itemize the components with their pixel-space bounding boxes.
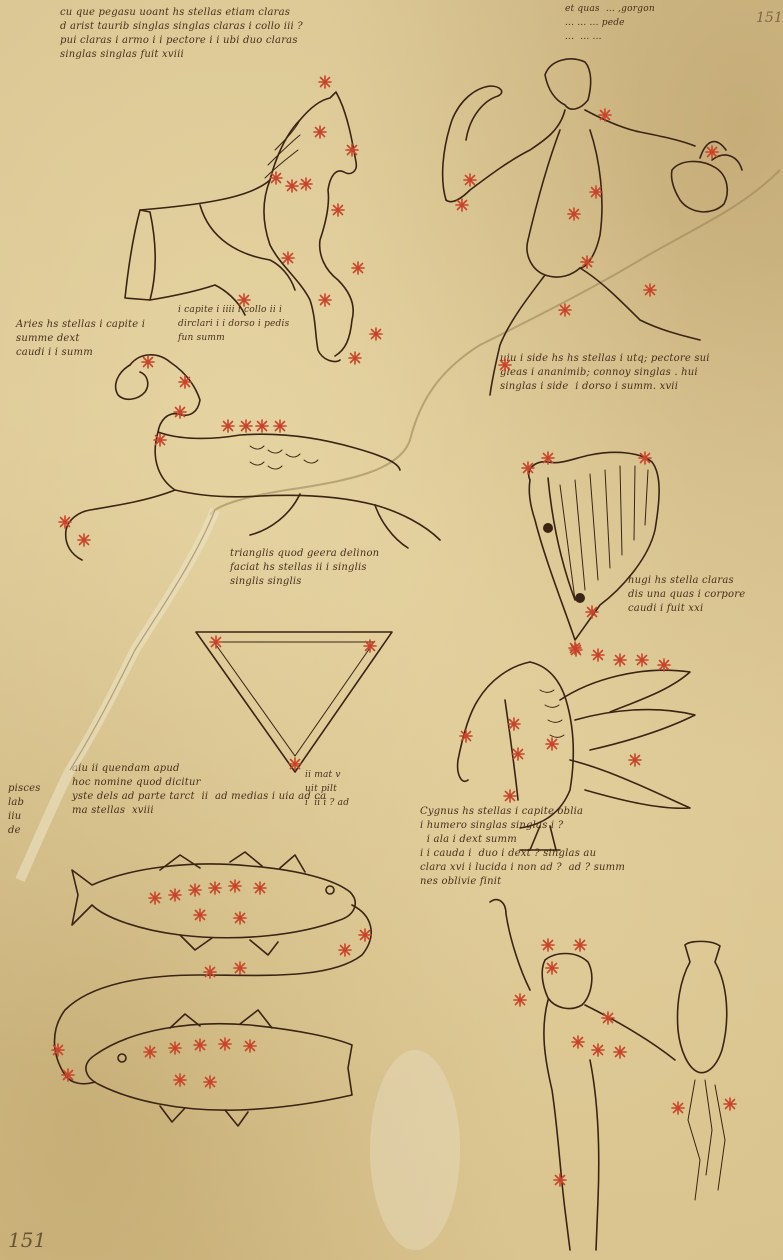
text-left-margin: pisces lab iiu de [8,783,41,836]
perseus-stars [455,108,719,372]
text-aries-right: i capite i iiii i collo ii i dirclari i … [178,305,290,343]
lyra-figure [521,451,660,657]
pegasus-figure [124,75,383,365]
cygnus-stars [459,641,671,803]
pegasus-stars [237,75,383,365]
text-top-right: et quas ... ,gorgon ... ... ... pede ...… [565,4,655,42]
aries-stars [58,355,287,547]
pisces-figure [51,851,372,1127]
aquarius-figure [489,898,737,1251]
text-triangulum-description: trianglis quod geera delinon faciat hs s… [230,548,380,587]
triangulum-figure [195,631,393,773]
cygnus-figure [456,641,696,851]
text-aries-description: Aries hs stellas i capite i summe dext c… [16,319,146,358]
triangulum-stars [209,635,377,771]
folio-number-top: 151 [756,10,783,26]
text-triangle-caption: aiu ii quendam apud hoc nomine quod dici… [72,763,327,816]
text-perseus-description: uiu i side hs hs stellas i utq; pectore … [500,353,710,392]
text-mid-small: ii mat v uit pilt i ii i ? ad [305,770,350,808]
text-pegasus-description: cu que pegasu uoant hs stellas etiam cla… [60,7,303,60]
lyra-stars [521,451,652,657]
folio-number-bottom: 151 [8,1228,47,1252]
text-lyra-description: hugi hs stella claras dis una quas i cor… [628,575,746,614]
perseus-figure [441,58,743,396]
parchment-crease [15,169,781,1250]
aries-figure [58,354,441,561]
